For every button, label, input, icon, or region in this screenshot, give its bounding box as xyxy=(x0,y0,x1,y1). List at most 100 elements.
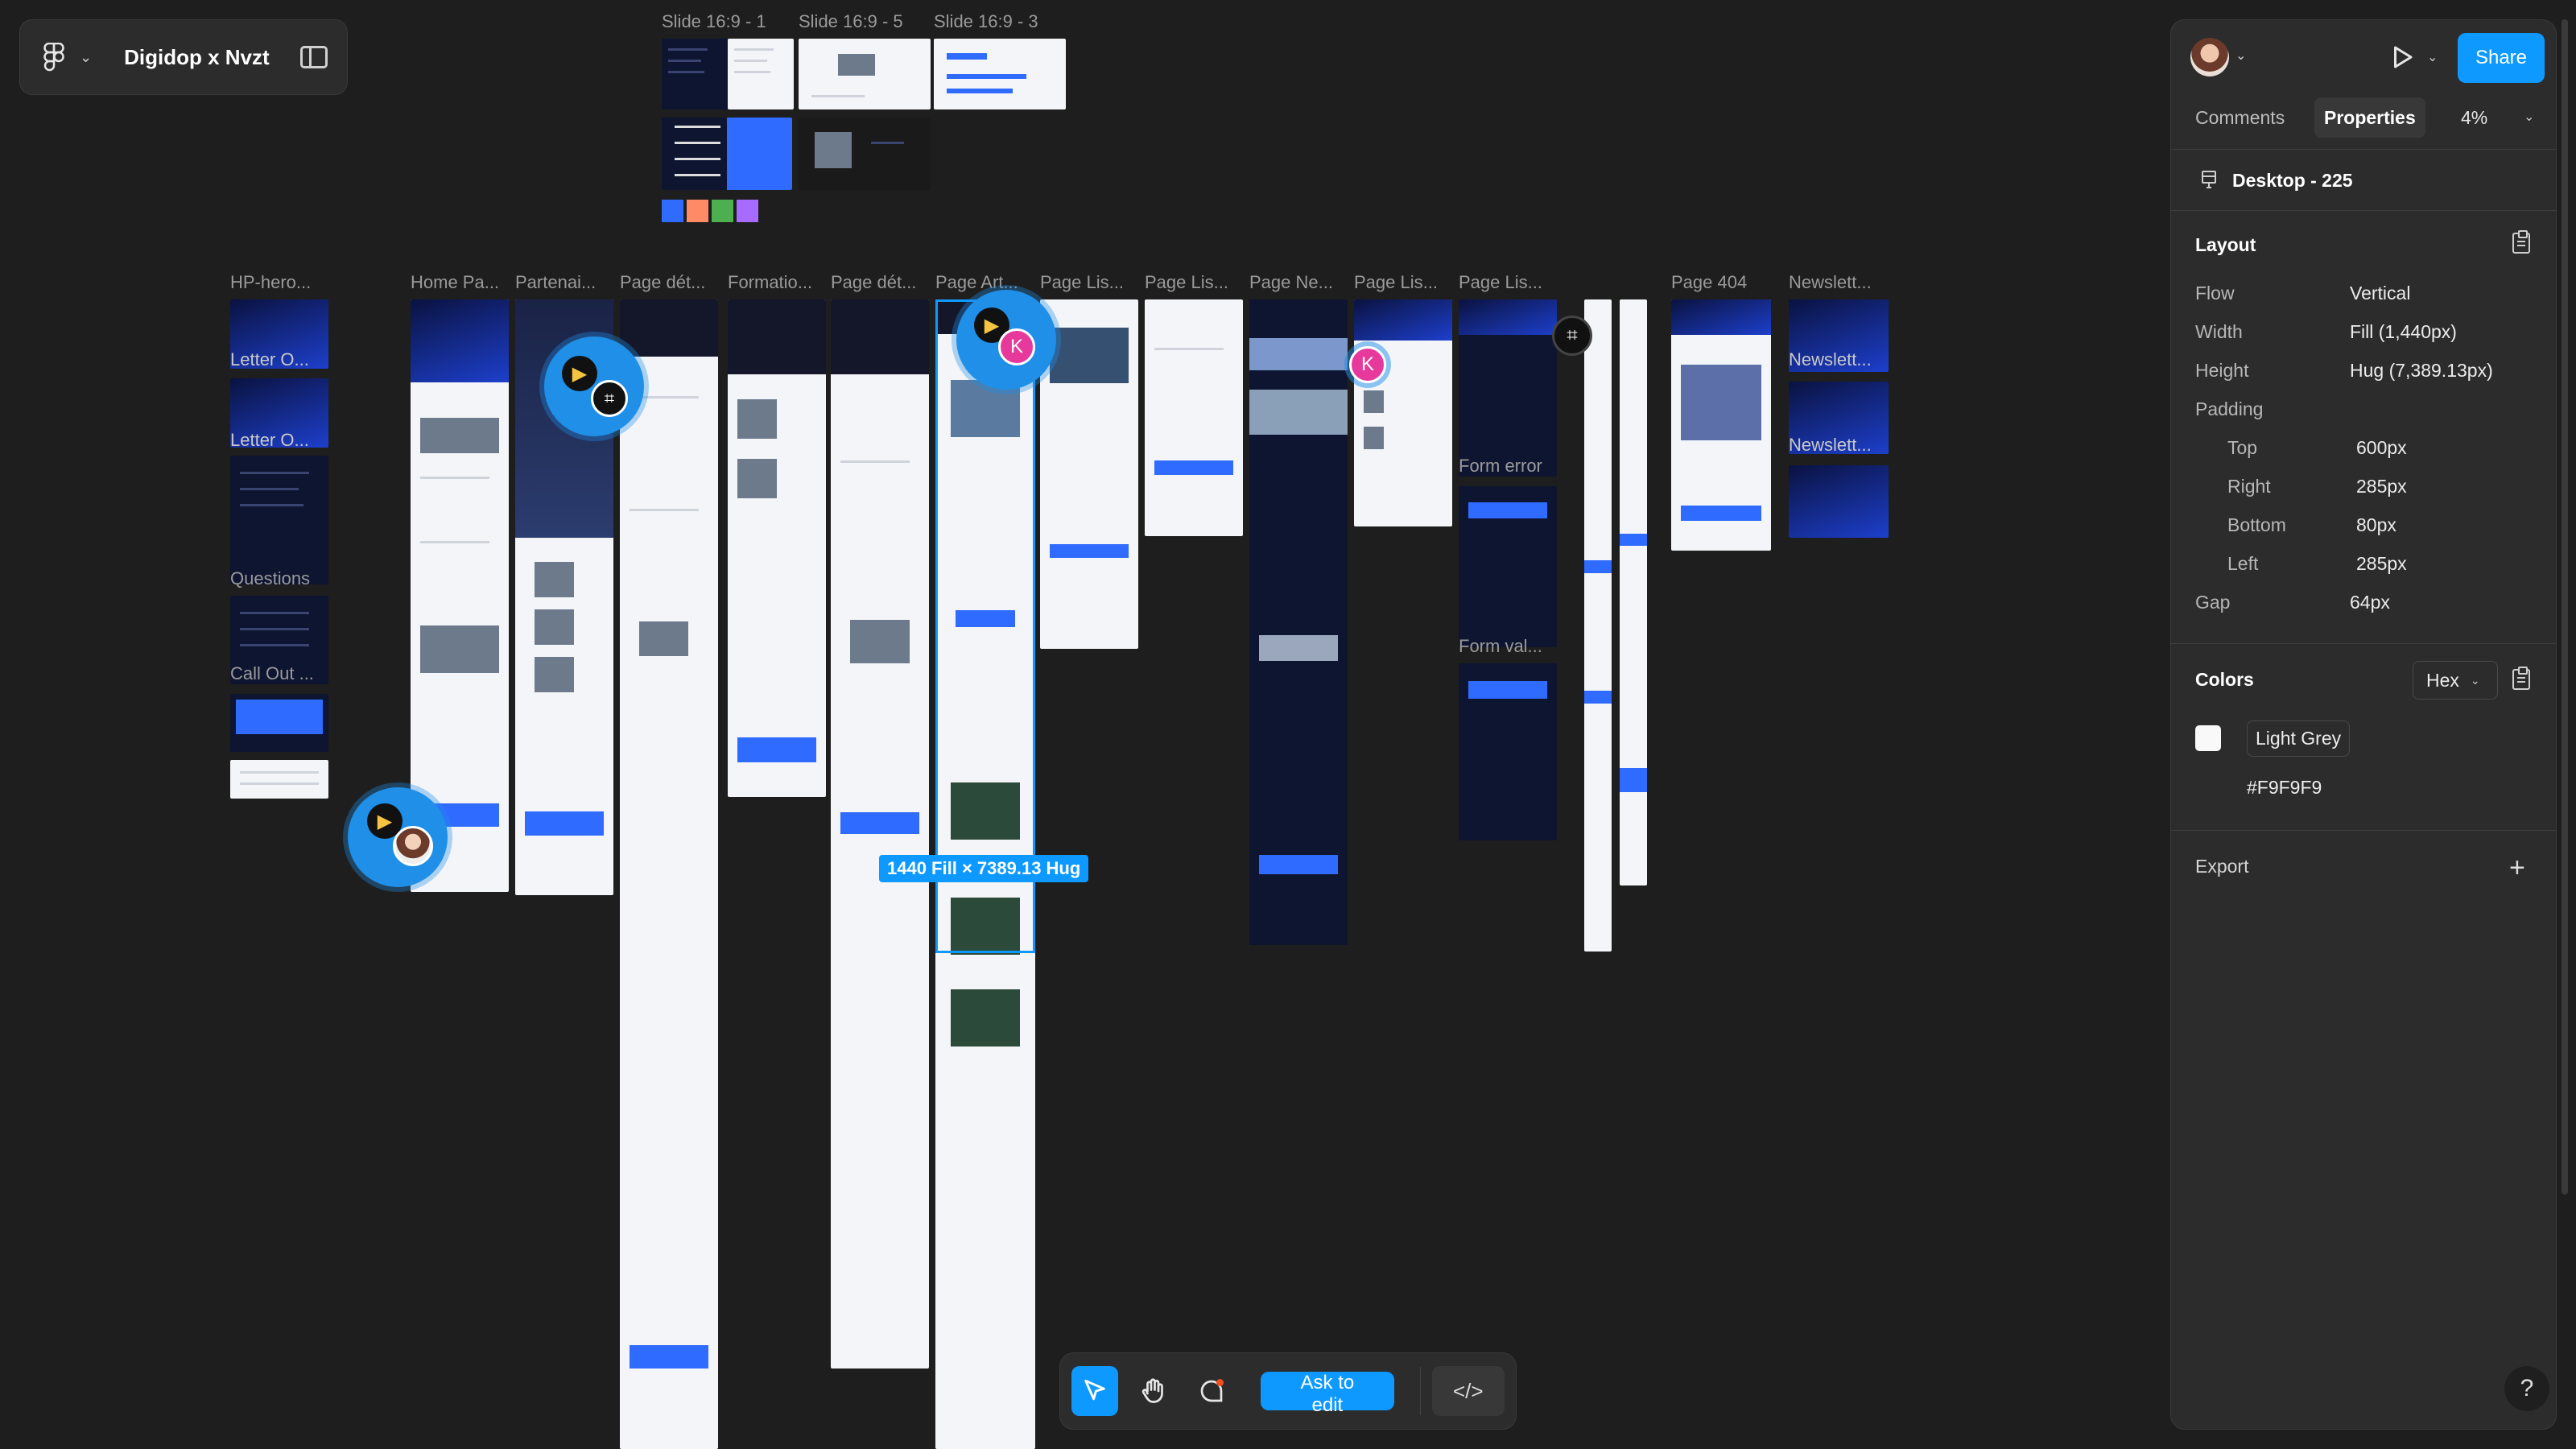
page-thumb[interactable] xyxy=(230,596,328,684)
tab-comments[interactable]: Comments xyxy=(2195,106,2285,128)
slide-thumb[interactable] xyxy=(799,118,931,190)
comment-tool[interactable] xyxy=(1188,1366,1235,1416)
page-thumb-404[interactable] xyxy=(1671,299,1771,551)
padding-top-label: Top xyxy=(2227,437,2258,458)
dev-mode-toggle[interactable]: </> xyxy=(1431,1366,1505,1416)
frame-label[interactable]: Newslett... xyxy=(1789,272,1872,292)
page-thumb-formation[interactable] xyxy=(728,299,826,797)
collaborator-cursor[interactable]: ▶ xyxy=(348,787,448,887)
frame-sublabel[interactable]: Form error xyxy=(1459,456,1542,476)
frame-label[interactable]: Page Lis... xyxy=(1459,272,1542,292)
add-export-icon[interactable]: + xyxy=(2509,852,2525,883)
chevron-down-icon[interactable]: ⌄ xyxy=(2427,51,2438,64)
page-thumb-newsletter[interactable] xyxy=(1789,465,1889,538)
page-thumb-list-2[interactable] xyxy=(1145,299,1243,536)
frame-label[interactable]: Page Lis... xyxy=(1145,272,1228,292)
present-icon[interactable] xyxy=(2387,43,2416,72)
padding-bottom-value: 80px xyxy=(2356,514,2396,535)
collaborator-cursor[interactable]: ▶ ⌗ xyxy=(544,336,644,436)
copy-icon[interactable] xyxy=(2512,230,2530,254)
collaborator-avatar[interactable]: K xyxy=(1349,346,1386,383)
frame-label[interactable]: Page dét... xyxy=(831,272,917,292)
frame-label[interactable]: Home Pa... xyxy=(411,272,500,292)
width-label: Width xyxy=(2195,321,2243,342)
page-thumb[interactable] xyxy=(230,694,328,752)
page-thumb-home[interactable] xyxy=(411,299,509,892)
page-thumb-detail[interactable] xyxy=(620,299,718,1449)
move-tool[interactable] xyxy=(1071,1366,1119,1416)
frame-label[interactable]: HP-hero... xyxy=(230,272,312,292)
frame-label[interactable]: Partenai... xyxy=(515,272,597,292)
page-thumb-news[interactable] xyxy=(1249,299,1348,945)
figma-menu-icon[interactable] xyxy=(39,43,68,72)
frame-sublabel[interactable]: Letter O... xyxy=(230,430,309,450)
frame-label[interactable]: Page Art... xyxy=(935,272,1018,292)
slide-thumb[interactable] xyxy=(662,39,728,109)
slide-label-1[interactable]: Slide 16:9 - 1 xyxy=(662,11,766,31)
share-button[interactable]: Share xyxy=(2458,33,2545,83)
padding-right-value: 285px xyxy=(2356,476,2407,497)
page-thumb-form-valid[interactable] xyxy=(1459,663,1557,840)
chevron-down-icon[interactable]: ⌄ xyxy=(2524,110,2535,124)
tab-properties[interactable]: Properties xyxy=(2314,97,2425,138)
divider xyxy=(2171,149,2556,150)
page-thumb-detail-2[interactable] xyxy=(831,299,929,1368)
frame-label[interactable]: Page 404 xyxy=(1671,272,1748,292)
page-thumb-narrow[interactable] xyxy=(1584,299,1612,952)
color-format-dropdown[interactable]: Hex⌄ xyxy=(2413,661,2498,700)
color-swatch[interactable] xyxy=(2195,725,2221,751)
frame-label[interactable]: Page Lis... xyxy=(1354,272,1438,292)
slide-thumb[interactable] xyxy=(934,39,1066,109)
zoom-level[interactable]: 4% xyxy=(2461,107,2488,128)
frame-sublabel[interactable]: Questions xyxy=(230,568,311,588)
padding-label: Padding xyxy=(2195,398,2264,419)
chevron-down-icon[interactable]: ⌄ xyxy=(80,48,93,65)
frame-sublabel[interactable]: Call Out ... xyxy=(230,663,314,683)
frame-label[interactable]: Page Lis... xyxy=(1040,272,1124,292)
page-thumb[interactable] xyxy=(230,456,328,584)
frame-icon[interactable]: ⌗ xyxy=(1552,316,1592,356)
color-style-name[interactable]: Light Grey xyxy=(2247,720,2351,757)
page-thumb-list-1[interactable] xyxy=(1040,299,1138,649)
frame-label[interactable]: Formatio... xyxy=(728,272,813,292)
divider xyxy=(2171,830,2556,831)
color-hex-value[interactable]: #F9F9F9 xyxy=(2247,777,2322,798)
hand-tool[interactable] xyxy=(1129,1366,1176,1416)
page-thumb-list-3[interactable] xyxy=(1354,299,1452,526)
frame-label[interactable]: Page dét... xyxy=(620,272,706,292)
page-thumb-narrow[interactable] xyxy=(1620,299,1647,886)
slide-thumb[interactable] xyxy=(728,39,794,109)
page-thumb[interactable] xyxy=(230,299,328,369)
height-value: Hug (7,389.13px) xyxy=(2350,360,2493,381)
padding-top-value: 600px xyxy=(2356,437,2407,458)
toggle-sidebar-icon[interactable] xyxy=(300,46,328,68)
toolbar-divider xyxy=(1419,1367,1421,1415)
collaborator-cursor[interactable]: ▶ K xyxy=(956,290,1056,390)
page-thumb[interactable] xyxy=(230,760,328,799)
page-thumb-newsletter[interactable] xyxy=(1789,382,1889,454)
height-label: Height xyxy=(2195,360,2249,381)
help-button[interactable]: ? xyxy=(2504,1366,2549,1411)
slide-thumb[interactable] xyxy=(799,39,931,109)
page-thumb-form[interactable] xyxy=(1459,486,1557,647)
user-avatar[interactable] xyxy=(2190,38,2229,76)
slide-label-5[interactable]: Slide 16:9 - 5 xyxy=(799,11,903,31)
slide-thumb[interactable] xyxy=(662,118,792,190)
frame-sublabel[interactable]: Newslett... xyxy=(1789,349,1872,369)
copy-icon[interactable] xyxy=(2512,667,2530,690)
frame-sublabel[interactable]: Form val... xyxy=(1459,636,1542,656)
file-name[interactable]: Digidop x Nvzt xyxy=(124,44,270,69)
frame-sublabel[interactable]: Newslett... xyxy=(1789,435,1872,455)
slide-label-3[interactable]: Slide 16:9 - 3 xyxy=(934,11,1038,31)
layout-section-title: Layout xyxy=(2195,234,2256,255)
panel-scrollbar[interactable] xyxy=(2562,19,2568,1195)
ask-to-edit-button[interactable]: Ask to edit xyxy=(1261,1372,1394,1416)
page-thumb-list-4[interactable] xyxy=(1459,299,1557,477)
chevron-down-icon[interactable]: ⌄ xyxy=(2235,49,2247,63)
page-thumb-newsletter[interactable] xyxy=(1789,299,1889,372)
frame-sublabel[interactable]: Letter O... xyxy=(230,349,309,369)
frame-label[interactable]: Page Ne... xyxy=(1249,272,1333,292)
page-thumb[interactable] xyxy=(230,378,328,448)
color-palette xyxy=(662,200,758,222)
